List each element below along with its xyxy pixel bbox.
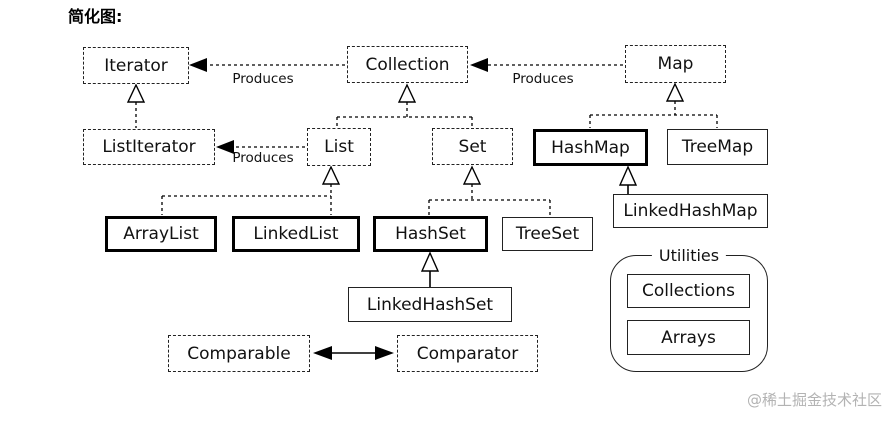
- edge-collection-produces-iterator: [189, 58, 345, 72]
- edge-linkedhashset-extends-hashset: [420, 251, 440, 287]
- edge-label-produces-1: Produces: [232, 71, 294, 87]
- edge-label-produces-3: Produces: [232, 150, 294, 166]
- edge-set-extends-branch: [428, 165, 551, 216]
- edge-linkedhashmap-extends-hashmap: [618, 165, 638, 194]
- node-collections: Collections: [627, 274, 750, 308]
- edge-label-produces-2: Produces: [512, 71, 574, 87]
- edge-listiterator-extends-iterator: [126, 83, 146, 128]
- page-title: 简化图:: [68, 7, 123, 26]
- edge-list-extends-branch: [161, 165, 341, 215]
- edge-list-produces-listiterator: [216, 140, 305, 154]
- edge-collection-extends-branch: [336, 83, 473, 127]
- node-linkedhashset: LinkedHashSet: [348, 287, 512, 322]
- node-treemap: TreeMap: [667, 129, 768, 165]
- utilities-group-label: Utilities: [651, 246, 727, 265]
- watermark: @稀土掘金技术社区: [746, 391, 882, 409]
- node-collection: Collection: [347, 46, 468, 83]
- edge-comparable-comparator: [313, 346, 394, 360]
- node-set: Set: [432, 128, 513, 165]
- node-hashmap: HashMap: [533, 129, 648, 166]
- node-hashset: HashSet: [373, 216, 488, 252]
- edge-map-extends-branch: [589, 82, 718, 128]
- node-treeset: TreeSet: [502, 217, 593, 251]
- node-arrays: Arrays: [627, 320, 750, 355]
- node-iterator: Iterator: [83, 47, 189, 84]
- node-list: List: [307, 128, 371, 166]
- node-listiterator: ListIterator: [83, 129, 215, 165]
- node-comparator: Comparator: [397, 335, 538, 372]
- edge-map-produces-collection: [470, 58, 623, 72]
- node-linkedlist: LinkedList: [232, 216, 360, 252]
- node-arraylist: ArrayList: [105, 216, 217, 252]
- node-linkedhashmap: LinkedHashMap: [613, 194, 768, 228]
- node-comparable: Comparable: [168, 335, 310, 372]
- node-map: Map: [625, 45, 726, 83]
